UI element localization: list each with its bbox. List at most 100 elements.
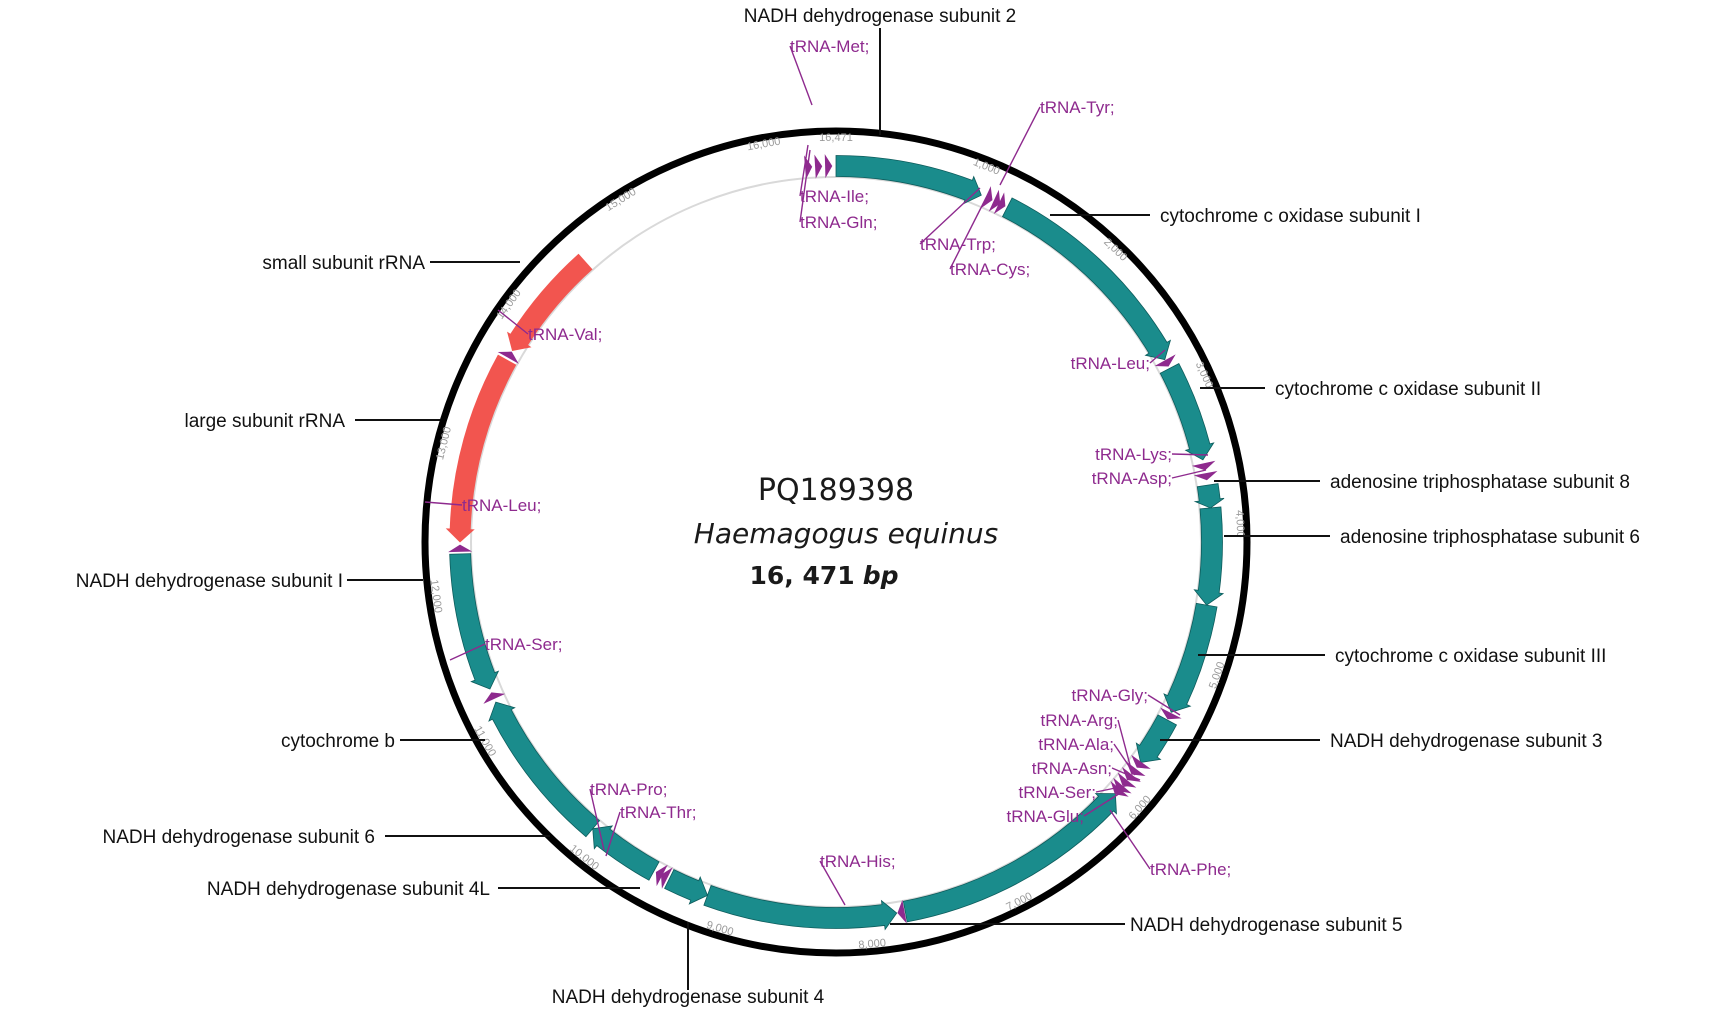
gene-label-atp8: adenosine triphosphatase subunit 8 xyxy=(1330,472,1630,493)
trna-marker-10 xyxy=(1131,754,1151,769)
trna-marker-18 xyxy=(655,864,668,887)
inner-guide-ring xyxy=(470,176,1202,908)
gene-label-nad3: NADH dehydrogenase subunit 3 xyxy=(1330,731,1603,752)
gene-label-rrnL: large subunit rRNA xyxy=(184,411,345,432)
genome-length-unit: bp xyxy=(863,561,899,590)
tick-label: 12,000 xyxy=(428,579,444,614)
gene-arrow-cox3 xyxy=(1163,602,1218,713)
trna-label-16: tRNA-His; xyxy=(820,852,896,871)
trna-marker-11 xyxy=(1126,761,1146,777)
trna-marker-7 xyxy=(1191,460,1216,471)
trna-callout-line-10 xyxy=(1117,719,1131,766)
trna-label-7: tRNA-Lys; xyxy=(1095,445,1172,464)
trna-callout-line-4 xyxy=(919,187,981,245)
trna-callout-line-3 xyxy=(999,106,1041,186)
trna-callout-line-21 xyxy=(497,309,529,335)
trna-callout-line-8 xyxy=(1171,469,1207,479)
gene-arrow-nad4 xyxy=(703,884,898,931)
trna-marker-20 xyxy=(448,544,473,553)
trna-marker-21 xyxy=(497,351,519,364)
trna-marker-6 xyxy=(1154,354,1176,367)
trna-callout-line-14 xyxy=(1083,789,1126,817)
gene-arrow-nad1 xyxy=(449,553,500,690)
trna-label-2: tRNA-Gln; xyxy=(800,213,877,232)
trna-label-4: tRNA-Trp; xyxy=(920,235,996,254)
gene-arrow-cox1 xyxy=(1001,197,1172,361)
trna-callout-line-12 xyxy=(1111,767,1141,781)
trna-marker-15 xyxy=(1110,780,1129,797)
gene-arrow-rrnS xyxy=(507,253,593,352)
tick-label: 16,471 xyxy=(819,132,853,144)
trna-label-12: tRNA-Asn; xyxy=(1032,759,1112,778)
trna-callout-line-20 xyxy=(424,501,463,506)
trna-label-13: tRNA-Ser; xyxy=(1019,783,1096,802)
trna-label-11: tRNA-Ala; xyxy=(1038,735,1114,754)
accession-number: PQ189398 xyxy=(758,473,914,508)
gene-label-nad4: NADH dehydrogenase subunit 4 xyxy=(552,987,825,1008)
trna-label-5: tRNA-Cys; xyxy=(950,260,1030,279)
gene-arrow-nad2 xyxy=(835,155,982,205)
tick-label: 1,000 xyxy=(971,156,1001,177)
trna-marker-5 xyxy=(988,189,1001,212)
trna-marker-12 xyxy=(1122,767,1141,782)
trna-callout-line-19 xyxy=(449,643,486,661)
trna-callout-line-13 xyxy=(1095,784,1131,793)
species-name: Haemagogus equinus xyxy=(694,517,998,550)
genome-backbone-ring xyxy=(421,127,1251,957)
trna-marker-8 xyxy=(1193,470,1218,481)
trna-marker-13 xyxy=(1117,772,1137,788)
gene-arrow-nad4l xyxy=(664,869,708,905)
trna-label-9: tRNA-Gly; xyxy=(1072,686,1149,705)
trna-callout-line-17 xyxy=(589,788,605,851)
gene-label-cox3: cytochrome c oxidase subunit III xyxy=(1335,646,1606,667)
trna-callout-line-7 xyxy=(1171,453,1209,456)
gene-label-cob: cytochrome b xyxy=(281,731,395,752)
trna-label-18: tRNA-Thr; xyxy=(620,803,697,822)
gene-label-nad5: NADH dehydrogenase subunit 5 xyxy=(1130,915,1403,936)
trna-callout-line-18 xyxy=(605,811,621,857)
trna-marker-0 xyxy=(824,154,833,179)
trna-callout-line-11 xyxy=(1113,743,1136,776)
trna-marker-16 xyxy=(897,899,907,924)
gene-label-nad6: NADH dehydrogenase subunit 6 xyxy=(102,827,375,848)
trna-label-19: tRNA-Ser; xyxy=(485,635,562,654)
trna-label-8: tRNA-Asp; xyxy=(1092,469,1172,488)
gene-label-nad1: NADH dehydrogenase subunit I xyxy=(76,571,343,592)
trna-callout-line-1 xyxy=(799,144,809,197)
feature-layer xyxy=(445,155,1225,931)
gene-arrow-nad6 xyxy=(592,825,660,881)
gene-arrow-cob xyxy=(488,701,601,838)
trna-marker-9 xyxy=(1160,707,1182,720)
trna-label-6: tRNA-Leu; xyxy=(1071,354,1150,373)
trna-label-15: tRNA-Phe; xyxy=(1150,860,1231,879)
trna-callout-line-9 xyxy=(1147,694,1181,716)
gene-arrow-nad5 xyxy=(902,793,1117,923)
trna-label-20: tRNA-Leu; xyxy=(462,496,541,515)
gene-label-rrnS: small subunit rRNA xyxy=(262,253,425,274)
trna-callout-line-15 xyxy=(1109,809,1151,870)
trna-layer xyxy=(448,154,1218,924)
tick-label: 4,000 xyxy=(1233,510,1246,538)
trna-label-1: tRNA-Ile; xyxy=(800,187,869,206)
trna-callout-line-5 xyxy=(949,189,991,270)
trna-label-0: tRNA-Met; xyxy=(790,37,869,56)
trna-label-3: tRNA-Tyr; xyxy=(1040,98,1115,117)
gene-label-atp6: adenosine triphosphatase subunit 6 xyxy=(1340,527,1640,548)
gene-label-cox2: cytochrome c oxidase subunit II xyxy=(1275,379,1541,400)
trna-marker-19 xyxy=(483,692,506,704)
trna-marker-17 xyxy=(660,867,673,889)
ring-layer xyxy=(421,127,1251,957)
gene-label-cox1: cytochrome c oxidase subunit I xyxy=(1160,206,1421,227)
trna-callout-line-6 xyxy=(1149,349,1166,364)
gene-label-nad4l: NADH dehydrogenase subunit 4L xyxy=(207,879,490,900)
trna-label-17: tRNA-Pro; xyxy=(590,780,667,799)
gene-arrow-atp8 xyxy=(1193,483,1225,509)
gene-arrow-rrnL xyxy=(445,354,517,543)
trna-callout-line-2 xyxy=(799,149,811,223)
trna-callout-line-0 xyxy=(789,45,813,106)
